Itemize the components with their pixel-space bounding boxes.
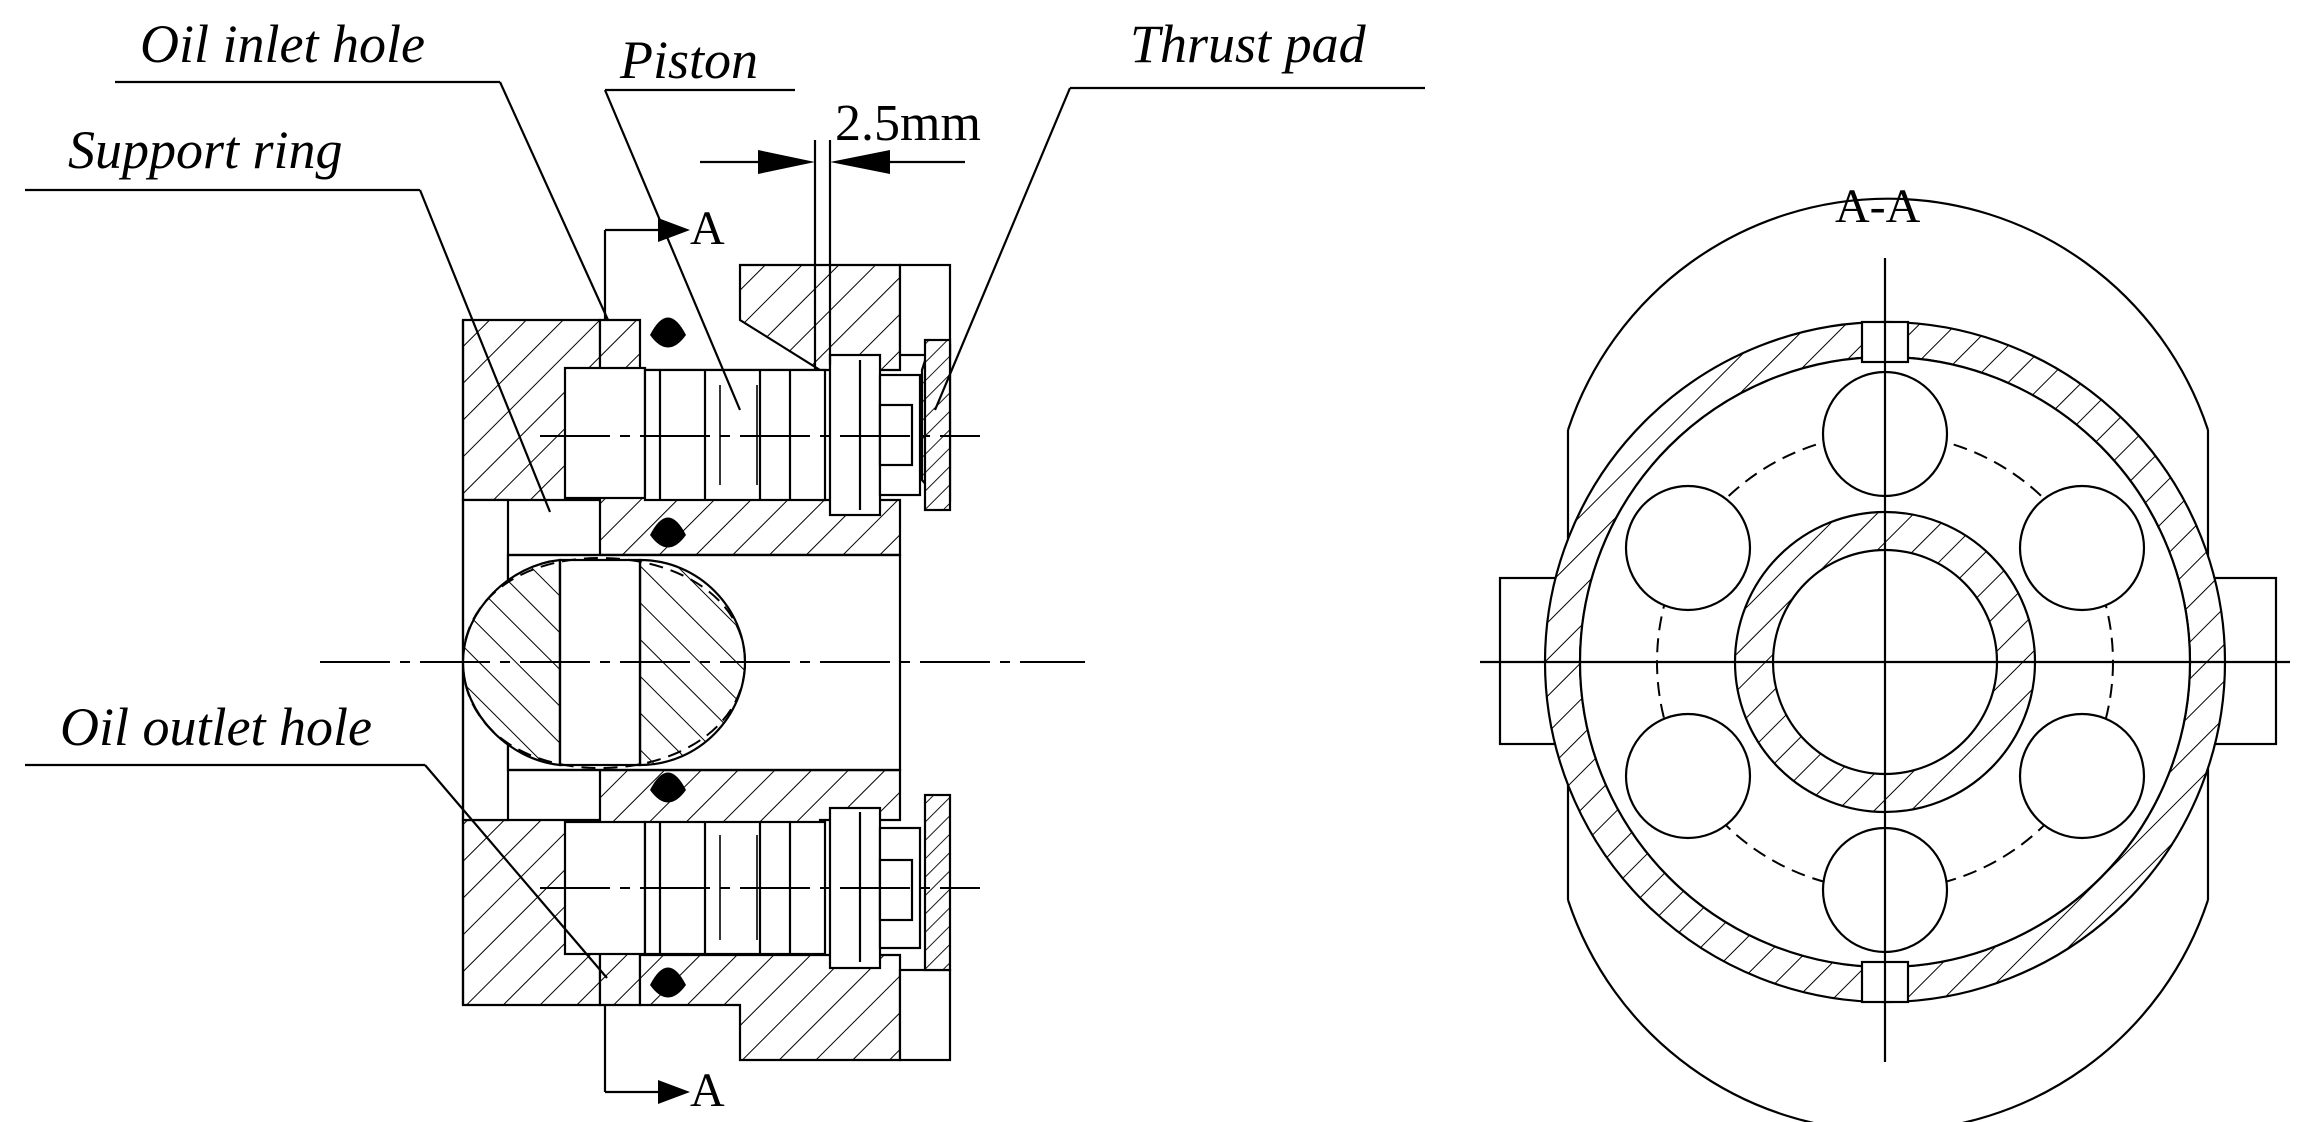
outer-housing: [1566, 197, 2210, 1122]
piston-bore: [2018, 484, 2146, 612]
label-oil-outlet: Oil outlet hole: [25, 697, 608, 979]
upper-bore: [563, 366, 647, 500]
oil-outlet-label: Oil outlet hole: [60, 697, 372, 757]
section-marker-bottom: A: [690, 1064, 725, 1117]
dimension-label: 2.5mm: [835, 95, 981, 152]
lower-cylinder-cap: [638, 953, 902, 1062]
thrust-pad-label: Thrust pad: [1130, 14, 1367, 74]
section-view: A A Oil inlet hole Piston Thrust pad Sup…: [25, 14, 1425, 1117]
thrust-pad-lower: [878, 793, 952, 972]
label-support-ring: Support ring: [25, 120, 552, 513]
oil-inlet-label: Oil inlet hole: [140, 14, 425, 74]
piston-bore: [2018, 712, 2146, 840]
thrust-pad-upper: [878, 338, 952, 512]
section-marker-top: A: [690, 202, 725, 255]
section-title: A-A: [1835, 180, 1921, 233]
section-a-a-view: A-A: [1480, 180, 2290, 1122]
piston-label: Piston: [619, 30, 758, 90]
support-ring-label: Support ring: [68, 120, 343, 180]
section-cut-top: A: [603, 202, 725, 320]
label-thrust-pad: Thrust pad: [933, 14, 1425, 411]
piston-bore: [1624, 484, 1752, 612]
section-cut-bottom: A: [603, 1005, 725, 1117]
label-oil-inlet: Oil inlet hole: [115, 14, 610, 321]
label-piston: Piston: [603, 30, 795, 411]
dimension-gap: 2.5mm: [700, 95, 981, 370]
piston-bore: [1624, 712, 1752, 840]
